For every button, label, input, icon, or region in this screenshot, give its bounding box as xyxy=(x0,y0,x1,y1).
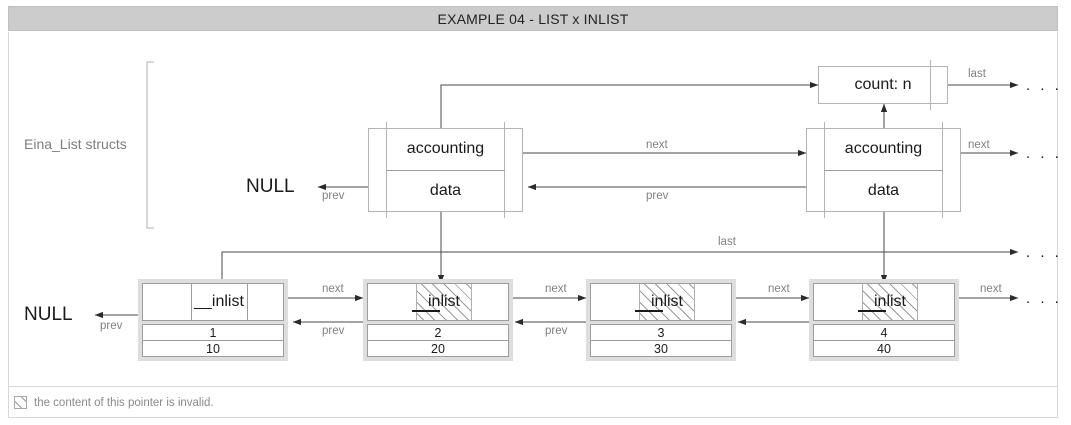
inlist-node-3-invalid-hatch xyxy=(639,284,695,320)
inlist-node-3-pointer-bar xyxy=(635,310,663,312)
inlist-node-2-value-b: 20 xyxy=(367,340,509,357)
inlist-node-3-prev-label: prev xyxy=(545,325,568,337)
inlist-node-4-next-label: next xyxy=(980,283,1002,295)
list-struct-2-prev-label: prev xyxy=(646,190,669,202)
ellipsis-count-last: . . . xyxy=(1026,77,1062,94)
inlist-node-1-value-b: 10 xyxy=(142,340,284,357)
list-struct-2-next-label: next xyxy=(968,139,990,151)
eina-list-bracket-label: Eina_List structs xyxy=(24,136,127,152)
inlist-node-1-value-a: 1 xyxy=(142,324,284,341)
list-struct-1-next-label: next xyxy=(646,139,668,151)
count-box-label: count: n xyxy=(854,76,912,93)
list-struct-1-accounting: accounting xyxy=(406,140,485,157)
inlist-node-1-seg-divider-left xyxy=(191,284,192,320)
inlist-node-4: inlist 4 40 xyxy=(809,279,959,361)
inlist-node-3-label: inlist xyxy=(650,293,683,310)
inlist-node-1-prev-label: prev xyxy=(100,320,123,332)
inlist-node-2-label: inlist xyxy=(427,293,460,310)
count-box-right-stem xyxy=(930,60,931,110)
inlist-node-4-invalid-hatch xyxy=(862,284,918,320)
inlist-node-2-pointer-bar xyxy=(412,310,440,312)
inlist-node-3-value-a: 3 xyxy=(590,324,732,341)
inlist-node-2-next-label: next xyxy=(545,283,567,295)
inlist-node-2-prev-label: prev xyxy=(322,325,345,337)
hatched-pattern-swatch xyxy=(14,396,27,409)
inlist-node-3-next-label: next xyxy=(768,283,790,295)
inlist-node-3-value-b: 30 xyxy=(590,340,732,357)
last-pointer-label: last xyxy=(718,236,736,248)
inlist-node-1: __inlist 1 10 xyxy=(138,279,288,361)
count-box: count: n xyxy=(818,60,948,110)
inlist-node-3-inlist-cell: inlist xyxy=(590,283,732,321)
inlist-node-2-value-a: 2 xyxy=(367,324,509,341)
null-label-top: NULL xyxy=(246,176,295,197)
list-struct-2-data: data xyxy=(867,182,900,199)
legend-text: the content of this pointer is invalid. xyxy=(34,396,214,409)
inlist-node-4-pointer-bar xyxy=(858,310,886,312)
legend-bar xyxy=(8,387,1058,418)
inlist-node-1-inlist-cell: __inlist xyxy=(142,283,284,321)
list-struct-2-row-divider xyxy=(824,170,943,171)
inlist-node-1-next-label: next xyxy=(322,283,344,295)
inlist-node-1-seg-divider-right xyxy=(247,284,248,320)
page-title: EXAMPLE 04 - LIST x INLIST xyxy=(437,10,629,27)
list-struct-1-data: data xyxy=(429,182,462,199)
inlist-node-1-label: __inlist xyxy=(194,293,244,310)
list-struct-1-row-divider xyxy=(386,170,505,171)
inlist-node-4-value-b: 40 xyxy=(813,340,955,357)
list-struct-1-prev-label: prev xyxy=(322,190,345,202)
list-struct-2-accounting: accounting xyxy=(844,140,923,157)
last-label-count: last xyxy=(968,68,986,80)
inlist-node-4-inlist-cell: inlist xyxy=(813,283,955,321)
inlist-node-2-inlist-cell: inlist xyxy=(367,283,509,321)
null-label-bottom: NULL xyxy=(24,304,73,325)
diagram-title-bar: EXAMPLE 04 - LIST x INLIST xyxy=(8,6,1058,31)
ellipsis-struct2-next: . . . xyxy=(1026,145,1062,162)
ellipsis-node4-next: . . . xyxy=(1026,290,1062,307)
ellipsis-last-pointer: . . . xyxy=(1026,244,1062,261)
inlist-node-2: inlist 2 20 xyxy=(363,279,513,361)
list-struct-2: accounting data xyxy=(806,122,961,218)
inlist-node-4-value-a: 4 xyxy=(813,324,955,341)
inlist-node-4-label: inlist xyxy=(873,293,906,310)
inlist-node-2-invalid-hatch xyxy=(416,284,472,320)
inlist-node-3: inlist 3 30 xyxy=(586,279,736,361)
list-struct-1: accounting data xyxy=(368,122,523,218)
